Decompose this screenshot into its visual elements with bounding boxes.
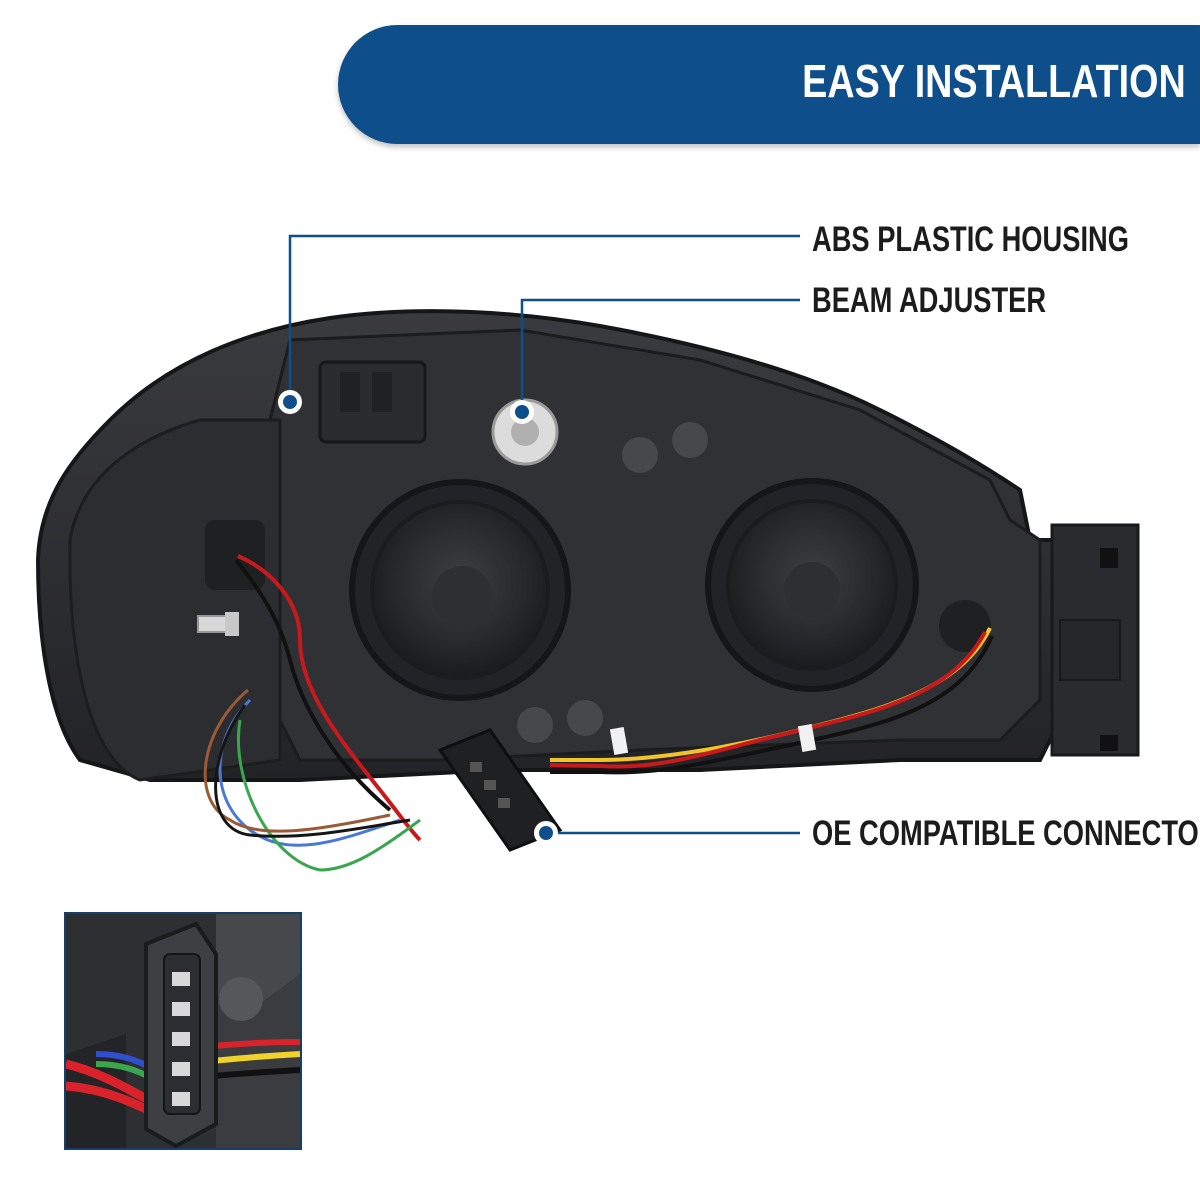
housing-left-pod bbox=[68, 418, 282, 782]
dot-marker-icon bbox=[510, 400, 534, 424]
callout-label-beam-adjuster: BEAM ADJUSTER bbox=[812, 281, 1047, 320]
dot-marker-icon bbox=[534, 821, 558, 845]
wire-green bbox=[237, 719, 421, 872]
wire-black bbox=[234, 558, 392, 812]
oe-connector-body bbox=[437, 728, 563, 852]
banner-title: EASY INSTALLATION bbox=[802, 55, 1186, 107]
wire-red-2 bbox=[549, 631, 987, 769]
wire-brown bbox=[203, 688, 391, 833]
callout-line-beam bbox=[520, 298, 800, 412]
connector-closeup-image bbox=[66, 914, 300, 1148]
connector-closeup-inset bbox=[64, 912, 302, 1150]
callout-label-connector: OE COMPATIBLE CONNECTOR bbox=[812, 814, 1200, 853]
dot-marker-icon bbox=[278, 390, 302, 414]
wire-red bbox=[237, 554, 422, 842]
wire-black-3 bbox=[550, 635, 994, 775]
stud-screw bbox=[197, 615, 229, 633]
callout-label-housing: ABS PLASTIC HOUSING bbox=[812, 220, 1130, 259]
title-banner bbox=[338, 25, 1200, 144]
wire-black-2 bbox=[214, 704, 411, 838]
callout-line-housing bbox=[288, 234, 800, 402]
